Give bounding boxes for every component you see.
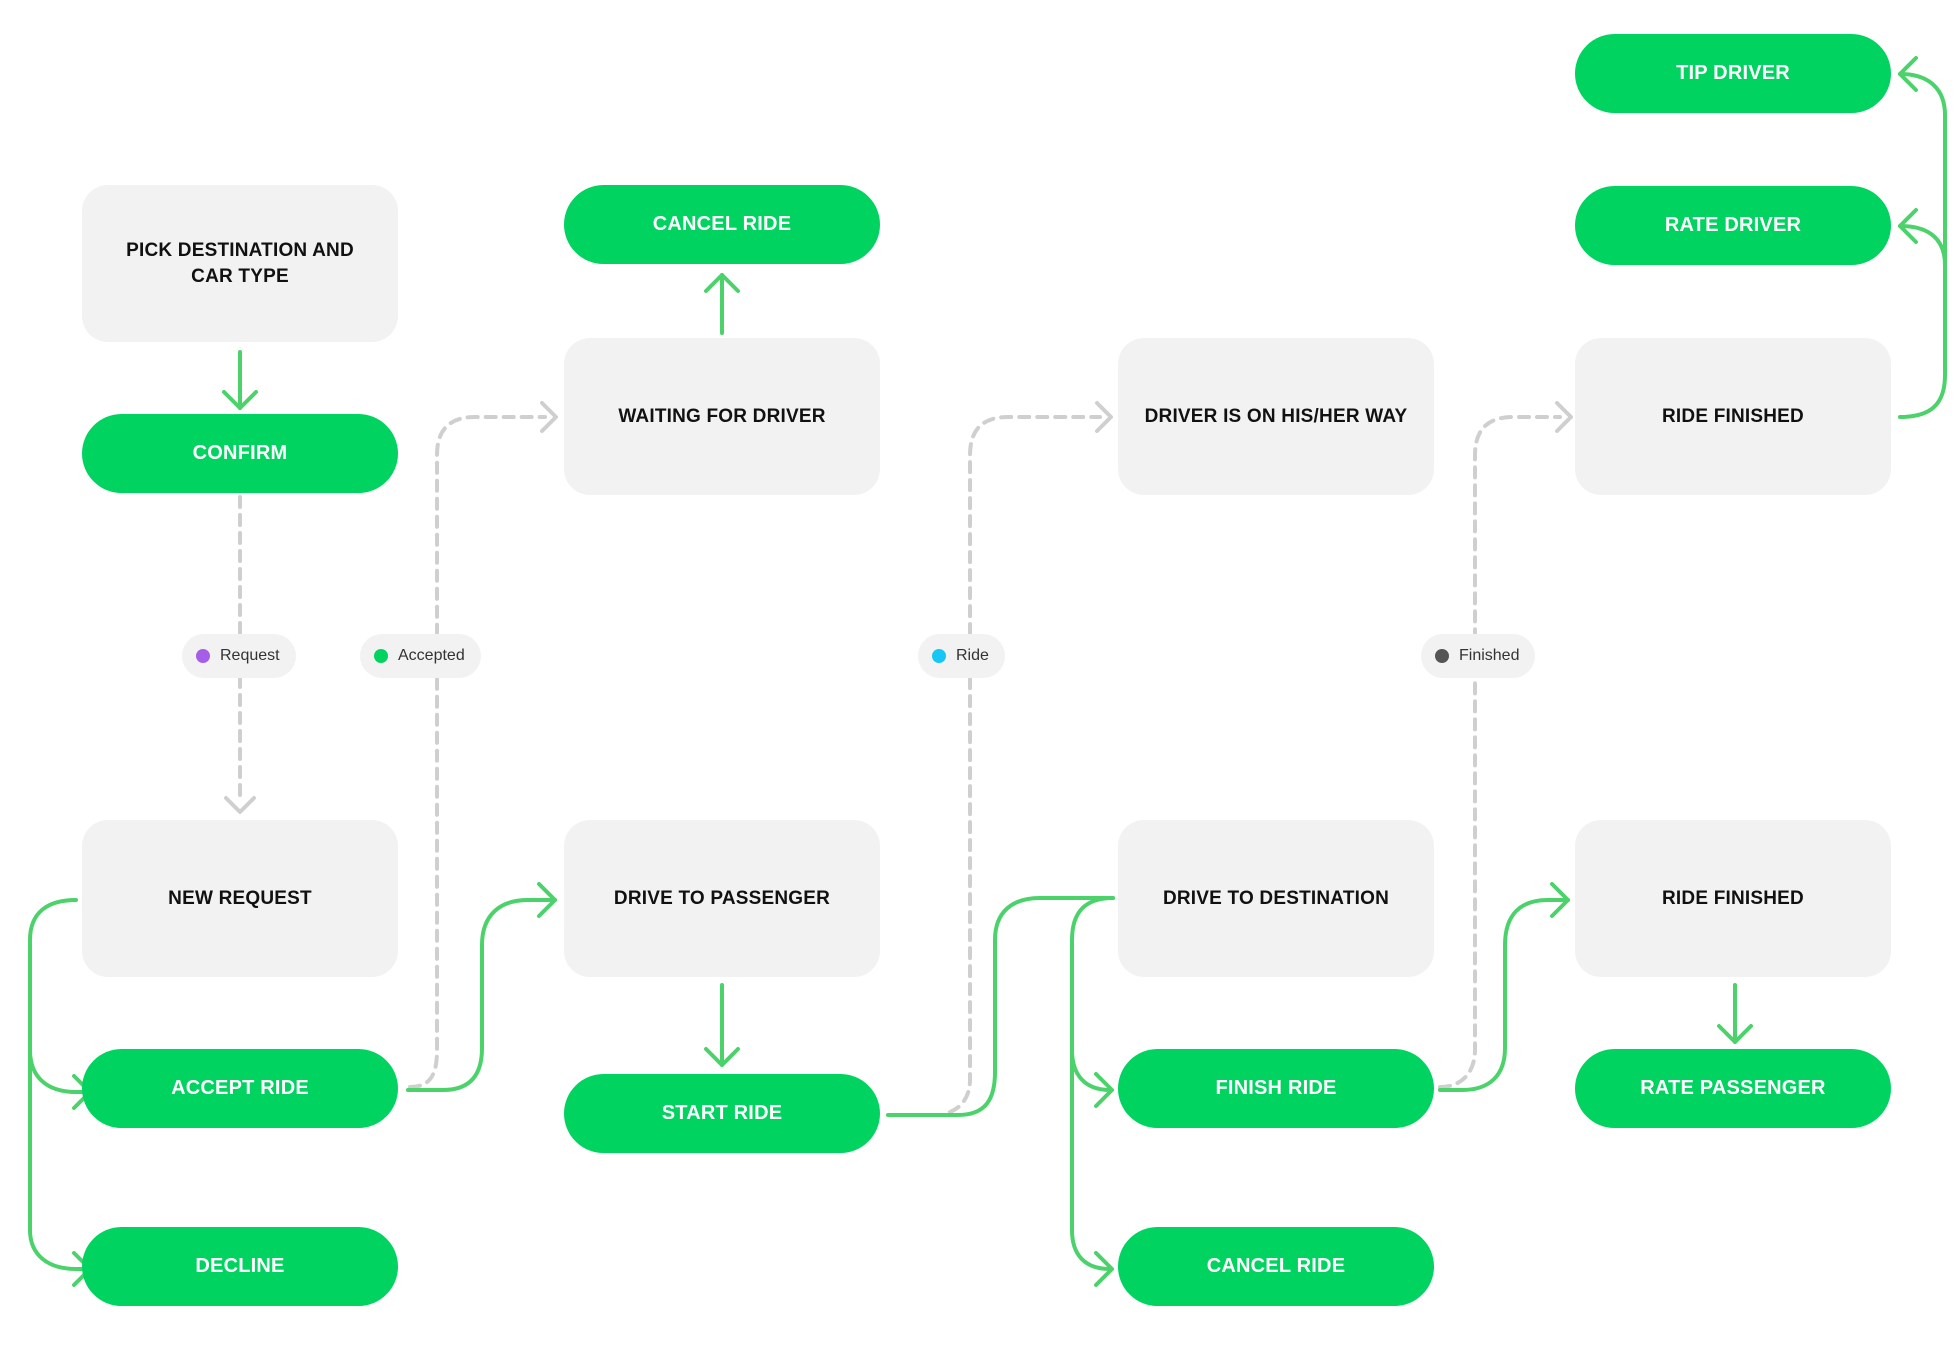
arrowhead-start: [704, 1047, 740, 1067]
dashed-arrowhead-new-request: [224, 796, 256, 814]
rate-passenger-button[interactable]: RATE PASSENGER: [1575, 1049, 1891, 1128]
ride-dot-icon: [932, 649, 946, 663]
cancel-ride-button-bottom[interactable]: CANCEL RIDE: [1118, 1227, 1434, 1306]
event-pill-ride: Ride: [918, 634, 1005, 678]
pick-destination-state: PICK DESTINATION AND CAR TYPE: [82, 185, 398, 342]
drive-to-passenger-state: DRIVE TO PASSENGER: [564, 820, 880, 977]
drive-to-destination-state: DRIVE TO DESTINATION: [1118, 820, 1434, 977]
dashed-start-to-driver-on-way: [948, 415, 1102, 1114]
arrowhead-pick-to-confirm: [222, 390, 258, 410]
arrow-finish-to-ride-finished: [1438, 898, 1570, 1092]
finished-dot-icon: [1435, 649, 1449, 663]
event-label-request: Request: [220, 647, 280, 664]
event-pill-finished: Finished: [1421, 634, 1536, 678]
arrowhead-rate-passenger: [1717, 1024, 1753, 1044]
arrow-new-request-to-decline: [28, 1048, 92, 1271]
new-request-state: NEW REQUEST: [82, 820, 398, 977]
ride-finished-state-top: RIDE FINISHED: [1575, 338, 1891, 495]
event-pill-request: Request: [182, 634, 296, 678]
confirm-button[interactable]: CONFIRM: [82, 414, 398, 493]
arrow-drive-to-destination-to-cancel: [1070, 1048, 1112, 1271]
accept-ride-button[interactable]: ACCEPT RIDE: [82, 1049, 398, 1128]
arrow-new-request-to-accept: [28, 898, 92, 1094]
cancel-ride-button-top[interactable]: CANCEL RIDE: [564, 185, 880, 264]
dashed-accept-to-waiting: [408, 415, 547, 1089]
arrow-start-to-drive-to-destination: [886, 896, 1115, 1117]
event-label-ride: Ride: [956, 647, 989, 664]
arrow-drive-to-destination-to-finish: [1070, 896, 1115, 1092]
event-label-accepted: Accepted: [398, 647, 465, 664]
arrow-ride-finished-to-tip-driver: [1898, 72, 1947, 267]
dashed-arrowhead-waiting: [540, 401, 558, 433]
arrow-accept-to-drive-to-passenger: [406, 898, 557, 1092]
ride-finished-state-bottom: RIDE FINISHED: [1575, 820, 1891, 977]
arrowhead-finish: [1094, 1072, 1114, 1108]
tip-driver-button[interactable]: TIP DRIVER: [1575, 34, 1891, 113]
arrowhead-cancel-bottom: [1094, 1251, 1114, 1287]
arrowhead-rate-driver: [1898, 208, 1918, 244]
request-dot-icon: [196, 649, 210, 663]
driver-on-way-state: DRIVER IS ON HIS/HER WAY: [1118, 338, 1434, 495]
dashed-arrowhead-driver-on-way: [1095, 401, 1113, 433]
rate-driver-button[interactable]: RATE DRIVER: [1575, 186, 1891, 265]
accepted-dot-icon: [374, 649, 388, 663]
decline-button[interactable]: DECLINE: [82, 1227, 398, 1306]
arrowhead-ride-finished-bottom: [1550, 882, 1570, 918]
arrowhead-tip-driver: [1898, 56, 1918, 92]
finish-ride-button[interactable]: FINISH RIDE: [1118, 1049, 1434, 1128]
dashed-arrowhead-ride-finished: [1555, 401, 1573, 433]
arrowhead-drive-to-passenger: [537, 882, 557, 918]
event-pill-accepted: Accepted: [360, 634, 481, 678]
waiting-for-driver-state: WAITING FOR DRIVER: [564, 338, 880, 495]
arrow-ride-finished-to-rate-driver: [1898, 224, 1947, 419]
arrowhead-cancel-top: [704, 273, 740, 293]
start-ride-button[interactable]: START RIDE: [564, 1074, 880, 1153]
event-label-finished: Finished: [1459, 647, 1520, 664]
dashed-finish-to-ride-finished: [1438, 415, 1562, 1089]
